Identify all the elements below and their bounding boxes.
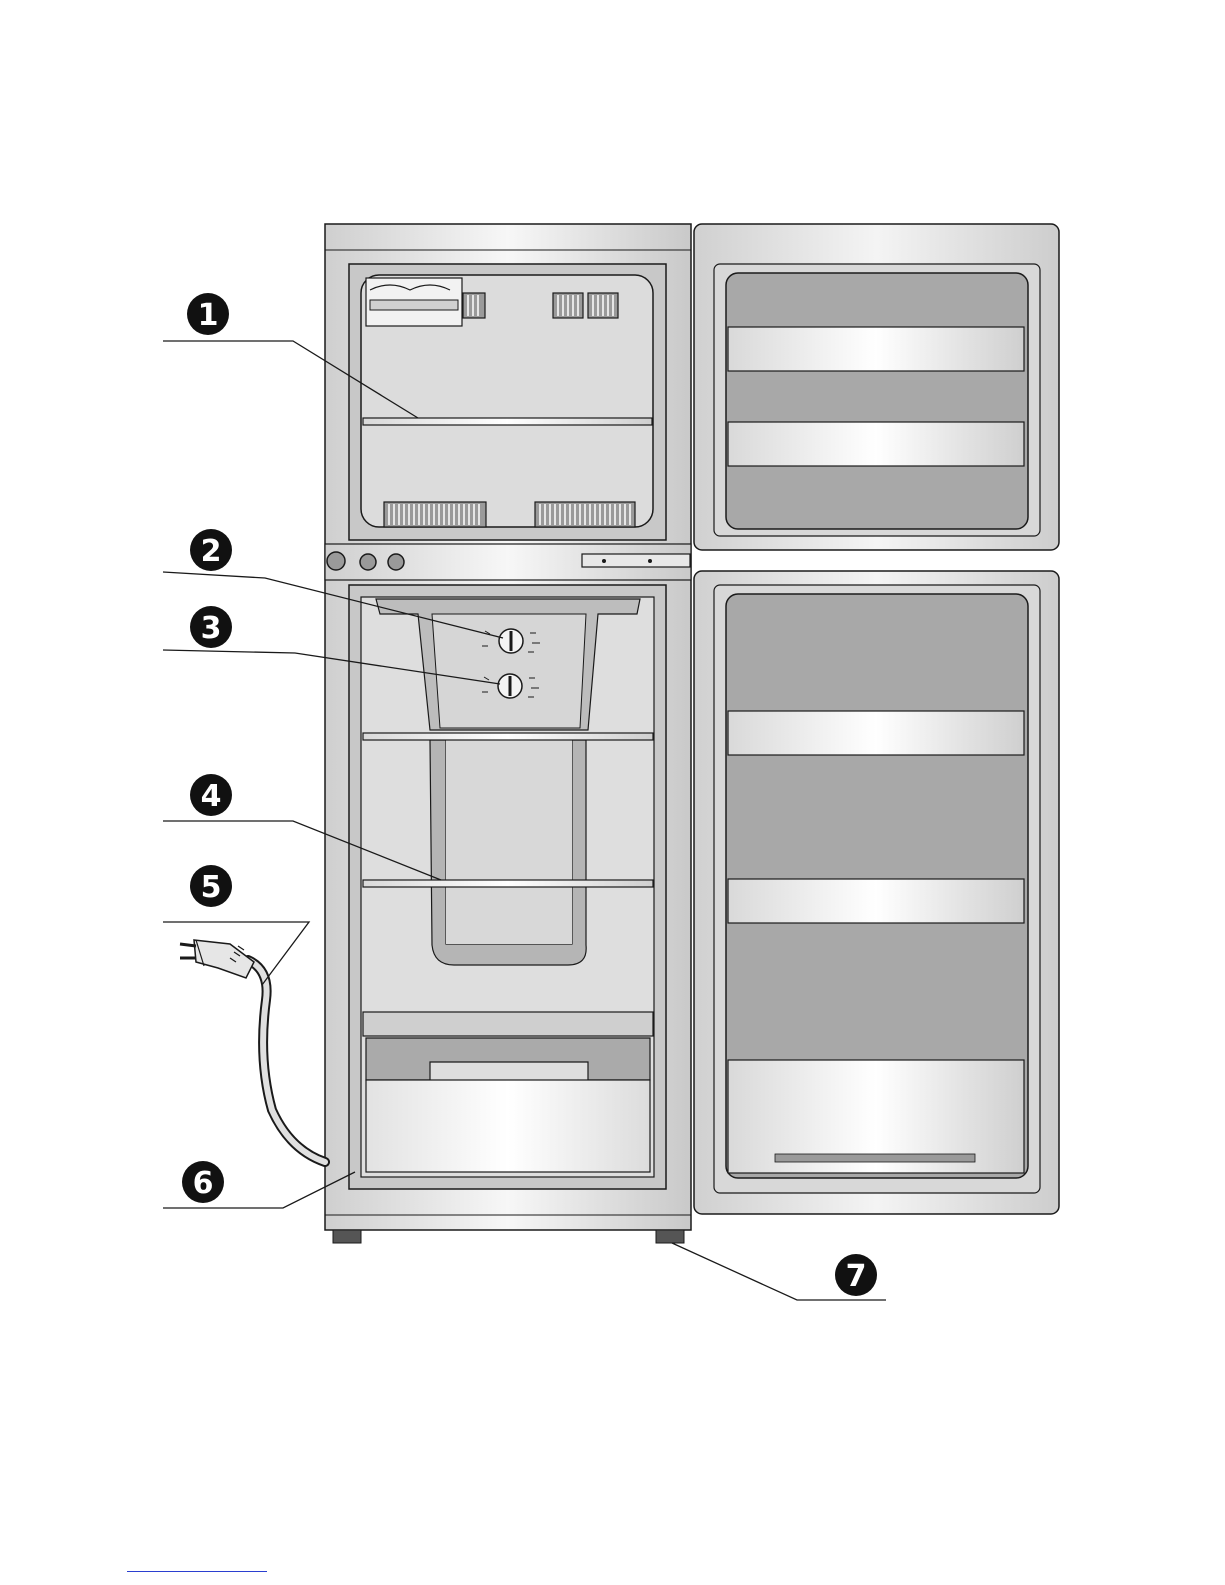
svg-text:4: 4 — [201, 779, 222, 814]
freezer-compartment — [349, 264, 666, 540]
svg-text:1: 1 — [198, 298, 219, 333]
callout-6: 6 — [182, 1161, 224, 1203]
callout-1: 1 — [187, 293, 229, 335]
door-rack — [728, 422, 1024, 466]
fridge-door — [694, 571, 1059, 1214]
fridge-shelf-lower — [363, 880, 653, 887]
power-plug-icon — [180, 940, 325, 1162]
callout-7: 7 — [835, 1254, 877, 1296]
callout-2: 2 — [190, 529, 232, 571]
svg-text:7: 7 — [846, 1259, 867, 1294]
hinge — [582, 554, 690, 567]
crisper-drawer — [363, 1012, 653, 1172]
knob-icon — [360, 554, 376, 570]
fridge-compartment — [349, 585, 666, 1189]
footer-rule — [127, 1571, 267, 1572]
freezer-shelf — [363, 418, 652, 425]
door-rack — [728, 711, 1024, 755]
svg-text:2: 2 — [201, 534, 222, 569]
svg-text:5: 5 — [201, 870, 222, 905]
fridge-shelf-upper — [363, 733, 653, 740]
svg-text:3: 3 — [201, 611, 222, 646]
knob-icon — [327, 552, 345, 570]
freezer-door — [694, 224, 1059, 550]
foot-right — [656, 1230, 684, 1243]
callout-3: 3 — [190, 606, 232, 648]
door-rack — [728, 327, 1024, 371]
callout-4: 4 — [190, 774, 232, 816]
callout-5: 5 — [190, 865, 232, 907]
foot-left — [333, 1230, 361, 1243]
control-strip — [325, 544, 691, 580]
ice-tray — [366, 278, 462, 326]
knob-icon — [388, 554, 404, 570]
svg-text:6: 6 — [193, 1166, 214, 1201]
door-rack — [728, 879, 1024, 923]
